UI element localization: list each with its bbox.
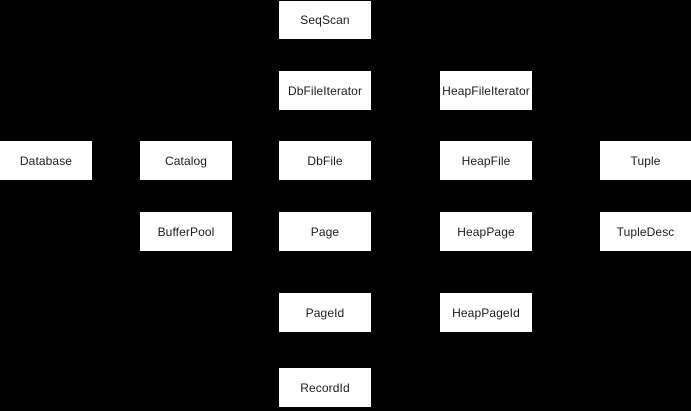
- class-node-seqscan: SeqScan: [279, 1, 371, 39]
- class-node-pageid: PageId: [279, 293, 371, 332]
- class-node-bufferpool: BufferPool: [140, 212, 232, 251]
- class-node-tupledesc: TupleDesc: [600, 212, 691, 251]
- class-node-heappageid: HeapPageId: [440, 293, 532, 332]
- class-node-dbfile: DbFile: [279, 141, 371, 180]
- class-node-heapfileiterator: HeapFileIterator: [440, 71, 532, 110]
- class-node-tuple: Tuple: [600, 141, 691, 180]
- class-node-heappage: HeapPage: [440, 212, 532, 251]
- class-node-recordid: RecordId: [279, 368, 371, 407]
- class-node-dbfileiterator: DbFileIterator: [279, 71, 371, 110]
- class-node-page: Page: [279, 212, 371, 251]
- class-node-heapfile: HeapFile: [440, 141, 532, 180]
- class-node-database: Database: [0, 141, 92, 180]
- class-node-catalog: Catalog: [140, 141, 232, 180]
